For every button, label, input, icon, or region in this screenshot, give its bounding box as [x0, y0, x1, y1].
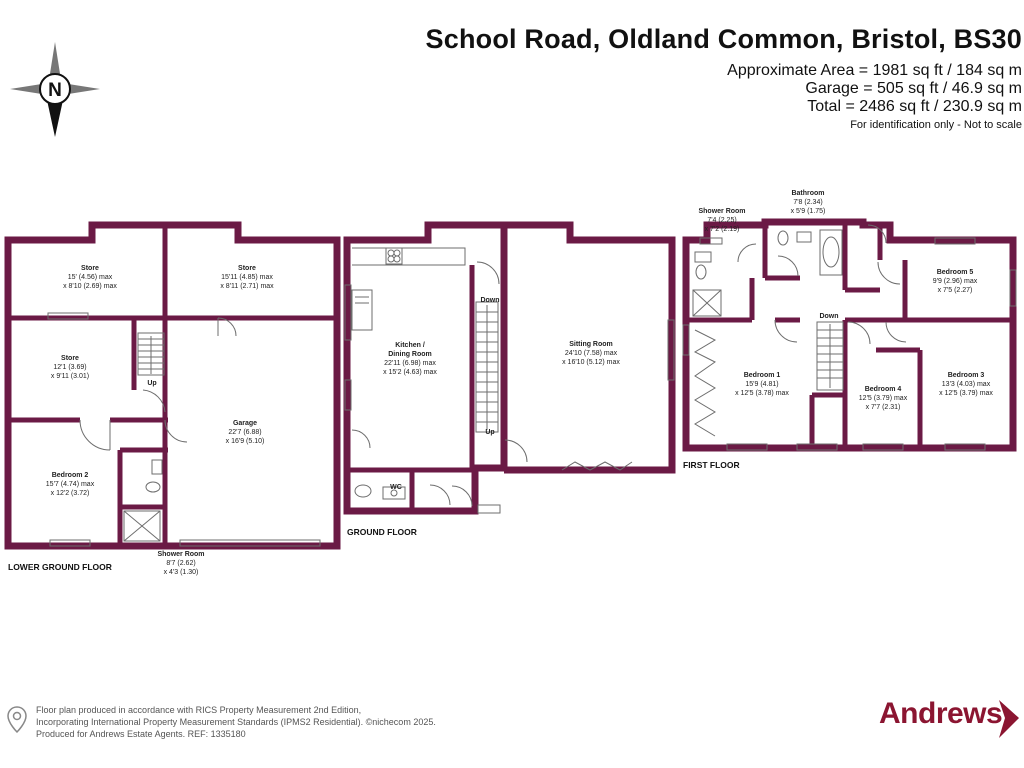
room-bedroom-2: Bedroom 2: [52, 472, 89, 479]
room-sitting-room: Sitting Room: [569, 341, 613, 348]
svg-text:15'11 (4.85) max: 15'11 (4.85) max: [221, 274, 273, 281]
room-bedroom-3: Bedroom 3: [948, 372, 985, 379]
svg-text:x 12'5 (3.78) max: x 12'5 (3.78) max: [735, 390, 789, 397]
svg-text:x 16'10 (5.12) max: x 16'10 (5.12) max: [562, 359, 620, 366]
room-store-2: Store: [238, 265, 256, 272]
footer-line-1: Floor plan produced in accordance with R…: [36, 705, 362, 715]
property-title: School Road, Oldland Common, Bristol, BS…: [425, 24, 1022, 54]
room-bedroom-1: Bedroom 1: [744, 372, 781, 379]
floor-label-ground: GROUND FLOOR: [347, 527, 417, 537]
svg-text:12'1 (3.69): 12'1 (3.69): [53, 364, 86, 371]
room-bedroom-5: Bedroom 5: [937, 269, 974, 276]
svg-text:x 9'11 (3.01): x 9'11 (3.01): [51, 373, 89, 380]
garage-area: Garage = 505 sq ft / 46.9 sq m: [805, 80, 1022, 97]
compass-letter: N: [48, 80, 62, 101]
svg-text:12'5 (3.79) max: 12'5 (3.79) max: [859, 395, 908, 402]
svg-text:x 7'5 (2.27): x 7'5 (2.27): [938, 287, 973, 294]
stairs-up-ground: Up: [485, 429, 494, 436]
svg-text:Dining Room: Dining Room: [388, 351, 432, 358]
footer-credits: Floor plan produced in accordance with R…: [36, 704, 436, 740]
svg-text:9'9 (2.96) max: 9'9 (2.96) max: [933, 278, 978, 285]
room-wc: WC: [390, 484, 402, 491]
svg-text:24'10 (7.58) max: 24'10 (7.58) max: [565, 350, 618, 357]
svg-text:x 12'5 (3.79) max: x 12'5 (3.79) max: [939, 390, 993, 397]
brand-logo: Andrews: [879, 697, 1003, 730]
svg-text:x 16'9 (5.10): x 16'9 (5.10): [226, 438, 265, 445]
svg-text:7'4 (2.25): 7'4 (2.25): [707, 217, 736, 224]
stairs-up-lower: Up: [147, 380, 156, 387]
room-store-1: Store: [81, 265, 99, 272]
room-bedroom-4: Bedroom 4: [865, 386, 902, 393]
svg-text:x 15'2 (4.63) max: x 15'2 (4.63) max: [383, 369, 437, 376]
first-floor: Shower Room 7'4 (2.25) x 7'2 (2.19) Bath…: [682, 190, 1017, 452]
stairs-down-first: Down: [819, 313, 838, 320]
identification-note: For identification only - Not to scale: [850, 119, 1022, 131]
room-kitchen-dining: Kitchen /: [395, 342, 425, 349]
svg-text:15'9 (4.81): 15'9 (4.81): [745, 381, 778, 388]
svg-text:8'7 (2.62): 8'7 (2.62): [166, 560, 195, 567]
svg-text:x 8'10 (2.69) max: x 8'10 (2.69) max: [63, 283, 117, 290]
approximate-area: Approximate Area = 1981 sq ft / 184 sq m: [727, 62, 1022, 79]
footer-line-2: Incorporating International Property Mea…: [36, 717, 436, 727]
svg-text:15' (4.56) max: 15' (4.56) max: [68, 274, 113, 281]
lower-ground-floor: Store 15' (4.56) max x 8'10 (2.69) max S…: [4, 221, 341, 576]
svg-text:13'3 (4.03) max: 13'3 (4.03) max: [942, 381, 991, 388]
svg-text:x 12'2 (3.72): x 12'2 (3.72): [51, 490, 90, 497]
svg-text:x 7'7 (2.31): x 7'7 (2.31): [866, 404, 901, 411]
svg-text:22'7 (6.88): 22'7 (6.88): [228, 429, 261, 436]
svg-text:15'7 (4.74) max: 15'7 (4.74) max: [46, 481, 95, 488]
floor-label-first: FIRST FLOOR: [683, 460, 740, 470]
stairs-down-ground: Down: [480, 297, 499, 304]
room-store-3: Store: [61, 355, 79, 362]
svg-text:x 8'11 (2.71) max: x 8'11 (2.71) max: [220, 283, 274, 290]
room-bathroom: Bathroom: [791, 190, 824, 197]
total-area: Total = 2486 sq ft / 230.9 sq m: [807, 98, 1022, 115]
location-pin-icon: [7, 706, 27, 734]
footer-line-3: Produced for Andrews Estate Agents. REF:…: [36, 729, 246, 739]
room-shower-room-first: Shower Room: [698, 208, 745, 215]
svg-text:7'8 (2.34): 7'8 (2.34): [793, 199, 822, 206]
compass-icon: N: [10, 42, 100, 137]
brand-chevron-icon: [999, 700, 1019, 738]
svg-text:22'11 (6.98) max: 22'11 (6.98) max: [384, 360, 436, 367]
svg-text:x 5'9 (1.75): x 5'9 (1.75): [791, 208, 826, 215]
svg-text:x 7'2 (2.19): x 7'2 (2.19): [705, 226, 740, 233]
floor-label-lower-ground: LOWER GROUND FLOOR: [8, 562, 112, 572]
room-garage: Garage: [233, 420, 257, 427]
room-shower-room-lower: Shower Room: [157, 551, 204, 558]
svg-text:x 4'3 (1.30): x 4'3 (1.30): [164, 569, 199, 576]
ground-floor: Kitchen / Dining Room 22'11 (6.98) max x…: [343, 221, 676, 515]
